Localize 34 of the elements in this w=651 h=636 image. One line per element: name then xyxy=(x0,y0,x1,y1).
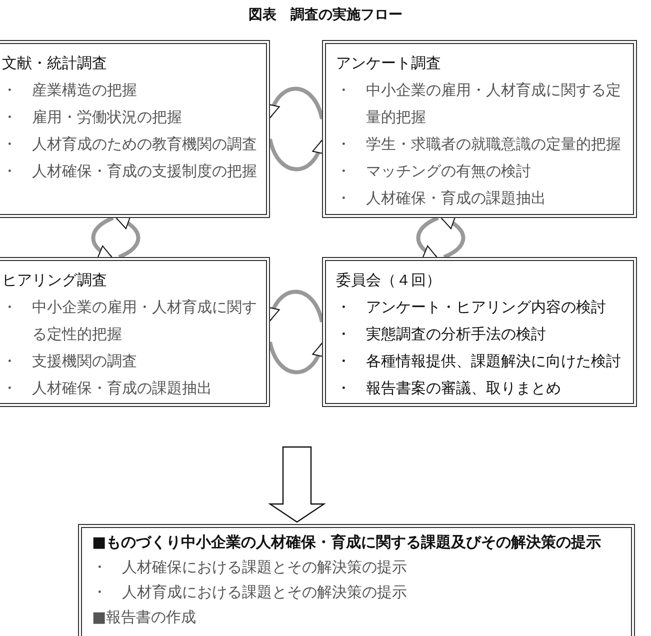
box-heading: 文献・統計調査 xyxy=(2,53,108,74)
text-box xyxy=(322,257,637,407)
list-item: ■報告書の作成 xyxy=(92,607,198,628)
list-item: ・ 人材確保・育成の課題抽出 xyxy=(336,188,547,209)
list-item: ・ 実態調査の分析手法の検討 xyxy=(336,324,547,345)
list-item: ・ 人材育成における課題とその解決策の提示 xyxy=(92,582,408,603)
cycle-arrow xyxy=(116,216,140,259)
list-item: ・ 人材育成のための教育機関の調査 xyxy=(2,134,258,155)
list-item: ・ 産業構造の把握 xyxy=(2,80,138,101)
text-box xyxy=(322,40,637,218)
list-item: ・ 中小企業の雇用・人材育成に関する定性的把握 xyxy=(2,297,258,345)
list-item: ・ 人材確保における課題とその解決策の提示 xyxy=(92,557,408,578)
box-heading: アンケート調査 xyxy=(336,53,442,74)
list-item: ・ 人材確保・育成の課題抽出 xyxy=(2,378,213,399)
diagram-title: 図表 調査の実施フロー xyxy=(248,6,404,24)
list-item: ・ アンケート・ヒアリング内容の検討 xyxy=(336,297,607,318)
cycle-arrow xyxy=(440,216,466,259)
list-item: ・ 各種情報提供、課題解決に向けた検討 xyxy=(336,351,622,372)
list-item: ・ 報告書案の審議、取りまとめ xyxy=(336,378,562,399)
list-item: ・ 中小企業の雇用・人材育成に関する定量的把握 xyxy=(336,80,622,128)
box-heading: 委員会（４回） xyxy=(336,270,442,291)
box-heading: ヒアリング調査 xyxy=(2,270,108,291)
text-box xyxy=(0,257,270,407)
list-item: ・ 雇用・労働状況の把握 xyxy=(2,107,183,128)
cycle-arrow xyxy=(416,216,439,259)
list-item: ・ マッチングの有無の検討 xyxy=(336,161,532,182)
block-arrow xyxy=(268,446,326,523)
list-item: ・ 学生・求職者の就職意識の定量的把握 xyxy=(336,134,622,155)
list-item: ・ 人材確保・育成の支援制度の把握 xyxy=(2,161,258,182)
text-box xyxy=(78,524,635,636)
list-item: ・ 支援機関の調査 xyxy=(2,351,138,372)
text-box xyxy=(0,40,270,218)
cycle-arrow xyxy=(91,216,114,259)
box-heading: ■ものづくり中小企業の人材確保・育成に関する課題及びその解決策の提示 xyxy=(92,532,602,553)
